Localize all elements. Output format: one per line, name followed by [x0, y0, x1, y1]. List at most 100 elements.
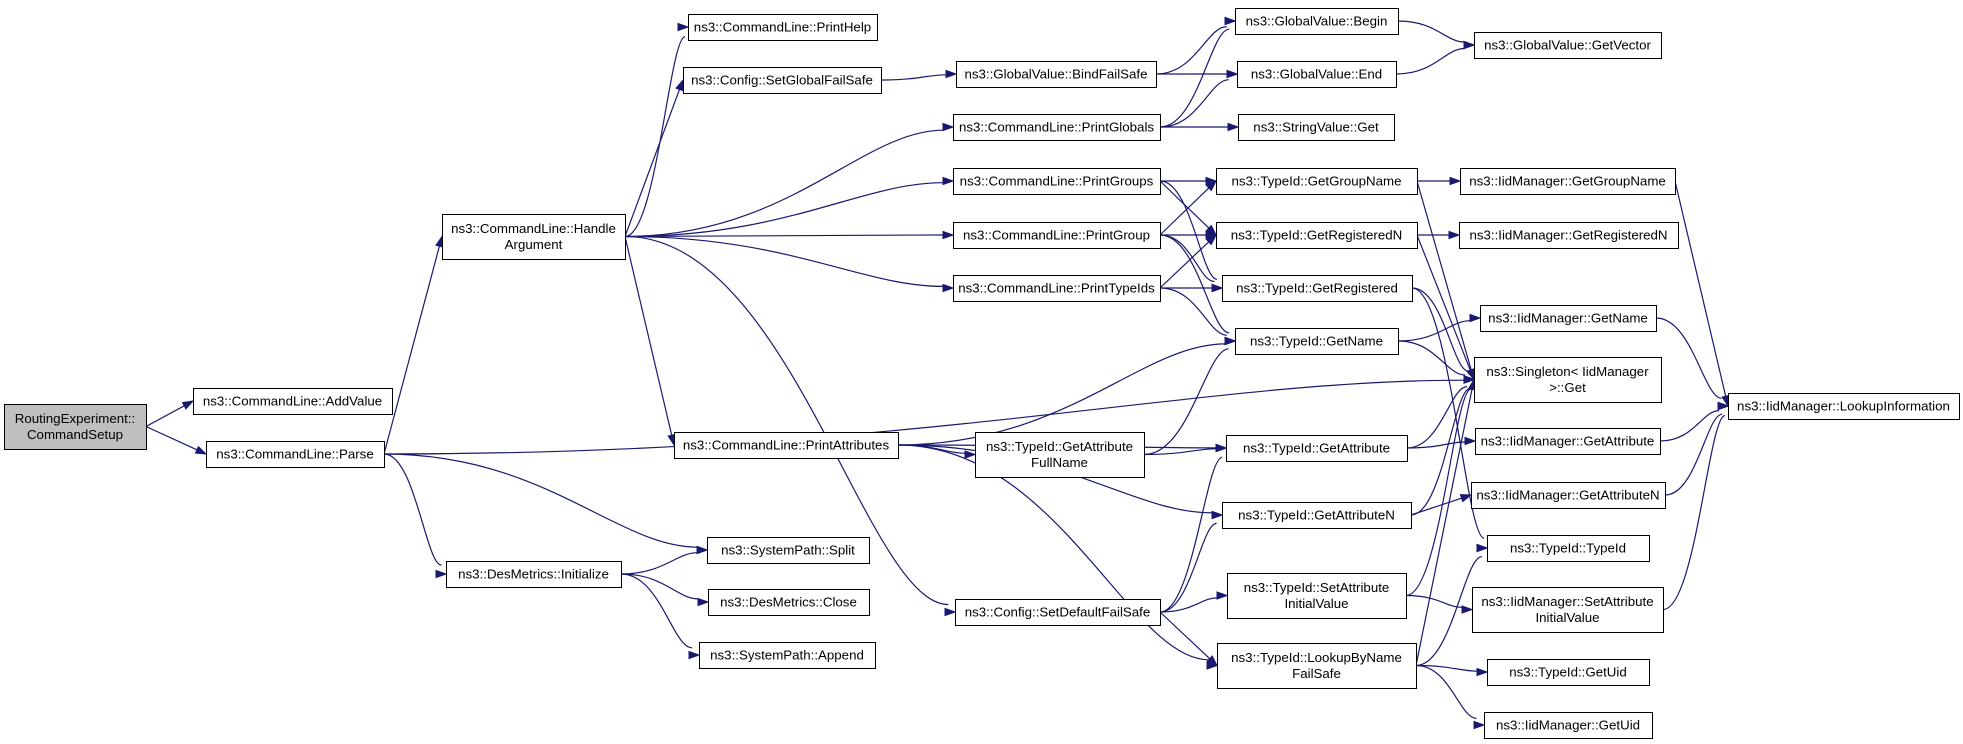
edge-commandline-handle-argument-to-config-setdefaultfailsafe: [624, 235, 957, 617]
node-globalvalue-begin[interactable]: ns3::GlobalValue::Begin: [1235, 8, 1399, 35]
edge-commandline-printglobals-to-globalvalue-end: [1159, 69, 1239, 128]
node-label: >::Get: [1549, 380, 1586, 395]
node-typeid-typeid[interactable]: ns3::TypeId::TypeId: [1487, 535, 1650, 562]
node-iidmanager-lookupinformation[interactable]: ns3::IidManager::LookupInformation: [1728, 393, 1960, 420]
node-typeid-getattributen[interactable]: ns3::TypeId::GetAttributeN: [1222, 502, 1412, 529]
edge-line: [383, 246, 440, 455]
node-box: [683, 67, 882, 94]
node-systempath-split[interactable]: ns3::SystemPath::Split: [707, 537, 870, 564]
node-label: ns3::IidManager::GetAttributeN: [1476, 488, 1659, 503]
node-label: ns3::CommandLine::PrintHelp: [694, 20, 871, 35]
node-desmetrics-initialize[interactable]: ns3::DesMetrics::Initialize: [446, 561, 622, 588]
edge-line: [1397, 320, 1471, 342]
node-commandline-printhelp[interactable]: ns3::CommandLine::PrintHelp: [688, 14, 878, 41]
node-typeid-getname[interactable]: ns3::TypeId::GetName: [1235, 328, 1399, 355]
edge-line: [1415, 664, 1477, 719]
node-config-setglobalfailsafe[interactable]: ns3::Config::SetGlobalFailSafe: [683, 67, 882, 94]
edge-line: [897, 444, 1209, 661]
node-label: FullName: [1031, 455, 1088, 470]
node-commandline-printgroups[interactable]: ns3::CommandLine::PrintGroups: [953, 168, 1161, 195]
node-globalvalue-end[interactable]: ns3::GlobalValue::End: [1237, 61, 1397, 88]
edge-commandline-printglobals-to-stringvalue-get: [1160, 122, 1240, 132]
edge-line: [1415, 664, 1478, 672]
node-label: Argument: [505, 237, 563, 252]
node-typeid-getgroupname[interactable]: ns3::TypeId::GetGroupName: [1216, 168, 1418, 195]
edge-line: [383, 453, 442, 566]
edge-line: [1155, 26, 1227, 75]
node-typeid-getuid[interactable]: ns3::TypeId::GetUid: [1487, 659, 1650, 686]
arrowhead: [677, 22, 690, 32]
node-iidmanager-getattribute[interactable]: ns3::IidManager::GetAttribute: [1475, 428, 1661, 455]
arrowhead: [1463, 375, 1476, 384]
node-typeid-getregistered[interactable]: ns3::TypeId::GetRegistered: [1222, 275, 1413, 302]
node-label: ns3::CommandLine::AddValue: [203, 394, 382, 409]
node-label: ns3::SystemPath::Split: [721, 543, 855, 558]
node-box: [1472, 587, 1664, 633]
node-commandline-printtypeids[interactable]: ns3::CommandLine::PrintTypeIds: [953, 275, 1161, 302]
edge-line: [1411, 287, 1469, 372]
edge-line: [624, 234, 944, 238]
node-config-setdefaultfailsafe[interactable]: ns3::Config::SetDefaultFailSafe: [955, 599, 1161, 626]
node-commandline-addvalue[interactable]: ns3::CommandLine::AddValue: [193, 388, 393, 415]
node-label: ns3::IidManager::LookupInformation: [1737, 399, 1950, 414]
node-iidmanager-getregisteredn[interactable]: ns3::IidManager::GetRegisteredN: [1459, 222, 1679, 249]
edge-config-setdefaultfailsafe-to-typeid-lookupbyname-failsafe: [1159, 611, 1219, 667]
node-label: ns3::TypeId::TypeId: [1510, 541, 1626, 556]
node-globalvalue-bindfailsafe[interactable]: ns3::GlobalValue::BindFailSafe: [956, 61, 1157, 88]
node-stringvalue-get[interactable]: ns3::StringValue::Get: [1238, 114, 1395, 141]
node-box: [1216, 222, 1418, 249]
edge-config-setdefaultfailsafe-to-typeid-setattribute-initialvalue: [1159, 591, 1229, 613]
node-iidmanager-setattribute-initialvalue[interactable]: ns3::IidManager::SetAttributeInitialValu…: [1472, 587, 1664, 633]
edge-globalvalue-begin-to-globalvalue-getvector: [1397, 20, 1476, 50]
node-iidmanager-getuid[interactable]: ns3::IidManager::GetUid: [1484, 712, 1653, 739]
node-commandline-parse[interactable]: ns3::CommandLine::Parse: [206, 441, 385, 468]
node-label: ns3::IidManager::SetAttribute: [1481, 594, 1653, 609]
edge-line: [880, 74, 947, 81]
node-typeid-getattribute[interactable]: ns3::TypeId::GetAttribute: [1226, 435, 1408, 462]
node-systempath-append[interactable]: ns3::SystemPath::Append: [699, 642, 876, 669]
node-box: [1728, 393, 1960, 420]
edge-commandline-handle-argument-to-config-setglobalfailsafe: [624, 78, 684, 237]
node-desmetrics-close[interactable]: ns3::DesMetrics::Close: [708, 589, 870, 616]
node-label: ns3::DesMetrics::Initialize: [458, 567, 609, 582]
node-iidmanager-getname[interactable]: ns3::IidManager::GetName: [1480, 305, 1657, 332]
arrowhead: [942, 176, 955, 186]
edge-typeid-getgroupname-to-singleton-iidmanager-get: [1416, 180, 1476, 381]
edge-globalvalue-end-to-globalvalue-getvector: [1395, 40, 1476, 75]
node-box: [1235, 328, 1399, 355]
edge-line: [897, 444, 1213, 514]
edge-line: [1159, 234, 1230, 334]
edge-typeid-lookupbyname-failsafe-to-singleton-iidmanager-get: [1415, 378, 1477, 666]
node-commandline-printglobals[interactable]: ns3::CommandLine::PrintGlobals: [953, 114, 1161, 141]
node-box: [1474, 357, 1662, 403]
node-label: ns3::CommandLine::PrintGroup: [963, 228, 1150, 243]
node-label: ns3::IidManager::GetName: [1488, 311, 1648, 326]
edge-line: [1411, 287, 1485, 539]
node-label: ns3::TypeId::SetAttribute: [1244, 580, 1390, 595]
edge-line: [624, 235, 949, 606]
node-label: ns3::CommandLine::PrintGroups: [960, 174, 1154, 189]
node-box: [956, 61, 1157, 88]
edge-line: [1159, 287, 1227, 336]
node-typeid-getregisteredn[interactable]: ns3::TypeId::GetRegisteredN: [1216, 222, 1418, 249]
node-commandline-printattributes[interactable]: ns3::CommandLine::PrintAttributes: [674, 432, 899, 459]
node-box: [674, 432, 899, 459]
node-label: ns3::Config::SetDefaultFailSafe: [965, 605, 1151, 620]
node-globalvalue-getvector[interactable]: ns3::GlobalValue::GetVector: [1474, 32, 1662, 59]
arrowhead: [1448, 230, 1461, 240]
node-iidmanager-getattributen[interactable]: ns3::IidManager::GetAttributeN: [1471, 482, 1666, 509]
node-commandline-printgroup[interactable]: ns3::CommandLine::PrintGroup: [953, 222, 1161, 249]
node-label: ns3::GlobalValue::Begin: [1246, 14, 1388, 29]
node-label: ns3::StringValue::Get: [1253, 120, 1379, 135]
edge-line: [1159, 241, 1210, 289]
node-box: [1226, 435, 1408, 462]
node-routing-experiment-command-setup[interactable]: RoutingExperiment::CommandSetup: [4, 404, 147, 450]
edge-typeid-lookupbyname-failsafe-to-typeid-typeid: [1415, 543, 1489, 667]
node-iidmanager-getgroupname[interactable]: ns3::IidManager::GetGroupName: [1460, 168, 1676, 195]
node-singleton-iidmanager-get[interactable]: ns3::Singleton< IidManager>::Get: [1474, 357, 1662, 403]
node-box: [1216, 168, 1418, 195]
